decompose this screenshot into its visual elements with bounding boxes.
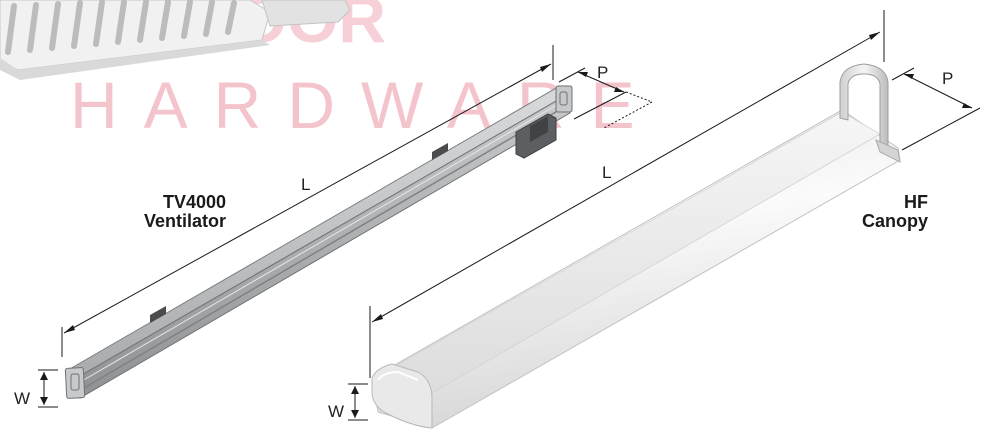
hf-width-label: W [328, 402, 344, 421]
tv4000-width-label: W [14, 389, 30, 408]
tv4000-product-name: TV4000 Ventilator [98, 193, 226, 231]
tv4000-ventilator: L P W [14, 45, 653, 408]
hf-name-line2: Canopy [861, 211, 928, 231]
hf-name-line1: HF [904, 192, 928, 212]
tv4000-name-line2: Ventilator [143, 211, 226, 231]
hf-depth-label: P [942, 69, 953, 88]
tv4000-length-label: L [301, 175, 310, 194]
hf-canopy: L P W [328, 10, 981, 429]
vent-grille-image [0, 0, 351, 80]
hf-length-label: L [602, 163, 611, 182]
tv4000-depth-label: P [597, 63, 608, 82]
tv4000-name-line1: TV4000 [162, 192, 226, 212]
hf-canopy-product-name: HF Canopy [828, 193, 928, 231]
